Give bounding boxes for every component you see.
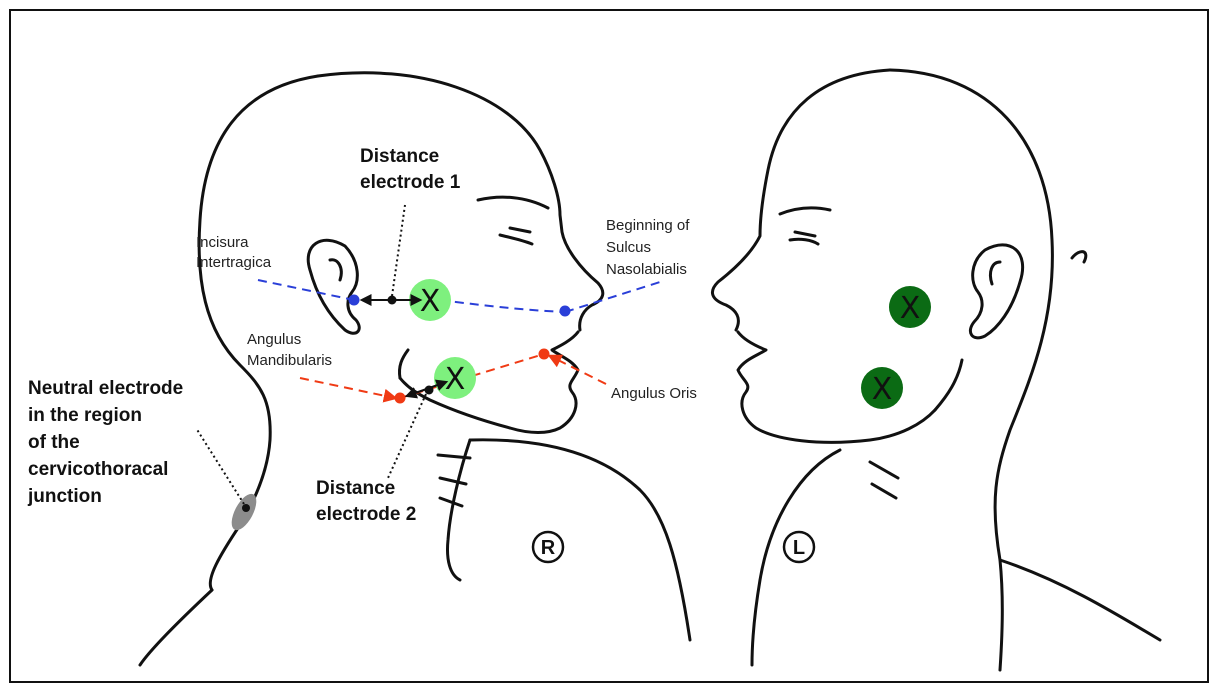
back-shoulder-left <box>1000 560 1160 640</box>
distance-1-pointer <box>392 205 405 296</box>
label-line: Neutral electrode <box>28 378 183 399</box>
eye-lid <box>510 228 530 232</box>
electrode-x-symbol: X <box>420 284 441 319</box>
label-line: of the <box>28 432 80 453</box>
label-line: Beginning of <box>606 217 690 234</box>
label-line: cervicothoracal <box>28 459 168 480</box>
side-marker-letter: R <box>541 537 556 559</box>
label-sulcus-nasolabialis: Beginning of Sulcus Nasolabialis <box>606 217 690 278</box>
back-shoulder <box>140 590 212 665</box>
ear-left <box>970 245 1022 338</box>
neck-crease-2 <box>440 478 466 484</box>
blue-dash-ear <box>258 280 354 300</box>
side-marker-right: R <box>533 532 563 562</box>
eyebrow-left <box>780 208 830 214</box>
neck-front <box>448 440 471 580</box>
neck-crease-left-2 <box>872 484 896 498</box>
electrode-upper-left-side: X <box>889 286 931 328</box>
label-incisura-intertragica: Incisura Intertragica <box>196 234 272 271</box>
head-profile-left-side <box>712 70 1160 670</box>
angulus-oris-point <box>539 349 550 360</box>
label-line: Mandibularis <box>247 352 332 369</box>
label-line: Incisura <box>196 234 249 251</box>
side-marker-letter: L <box>793 537 805 559</box>
distance-2-dot <box>425 386 434 395</box>
blue-dash-main <box>440 300 565 312</box>
label-line: electrode 1 <box>360 172 461 193</box>
electrode-lower-right-side: X <box>434 357 476 399</box>
mouth-chin-outline <box>400 332 578 433</box>
mouth-chin-outline-left <box>738 332 935 442</box>
eye-left <box>790 239 818 244</box>
jaw-outline <box>399 350 408 378</box>
side-marker-left: L <box>784 532 814 562</box>
head-outline-top-face <box>318 73 603 330</box>
red-dash-oris-arrow <box>550 356 606 384</box>
neutral-electrode-pointer <box>196 428 244 504</box>
electrode-lower-left-side: X <box>861 367 903 409</box>
figure-border <box>10 10 1208 682</box>
eye-lid-left <box>795 232 815 236</box>
label-neutral-electrode: Neutral electrode in the region of the c… <box>27 378 183 507</box>
neck-crease-left-1 <box>870 462 898 478</box>
label-line: Angulus Oris <box>611 385 697 402</box>
ear-inner-left <box>990 262 1000 284</box>
label-line: Nasolabialis <box>606 261 687 278</box>
ear <box>308 240 359 333</box>
label-line: Distance <box>360 146 439 167</box>
label-line: Angulus <box>247 331 301 348</box>
label-angulus-mandibularis: Angulus Mandibularis <box>247 331 332 369</box>
red-dash-mandibular-arrow <box>300 378 395 398</box>
neck-crease-3 <box>440 498 462 506</box>
eyebrow <box>478 197 548 208</box>
label-angulus-oris: Angulus Oris <box>611 385 697 402</box>
label-line: junction <box>27 486 102 507</box>
head-outline-face-left <box>712 70 890 330</box>
label-line: Sulcus <box>606 239 651 256</box>
shoulder <box>470 440 690 640</box>
distance-1-indicator <box>362 205 420 305</box>
label-line: in the region <box>28 405 142 426</box>
distance-1-dot <box>388 296 397 305</box>
label-line: electrode 2 <box>316 504 416 525</box>
neutral-electrode-dot <box>242 504 250 512</box>
jaw-outline-left <box>935 360 962 410</box>
angulus-mandibularis-point <box>395 393 406 404</box>
label-line: Distance <box>316 478 395 499</box>
label-distance-electrode-1: Distance electrode 1 <box>360 146 461 193</box>
electrode-x-symbol: X <box>900 291 921 326</box>
label-line: Intertragica <box>196 254 272 271</box>
electrode-x-symbol: X <box>445 362 466 397</box>
neutral-electrode <box>196 428 261 534</box>
head-outline-back-left <box>890 70 1052 670</box>
eye <box>500 235 532 244</box>
distance-2-pointer <box>388 394 426 478</box>
incisura-point <box>349 295 360 306</box>
ear-inner <box>330 260 341 280</box>
ear-mark-left <box>1072 252 1086 262</box>
label-distance-electrode-2: Distance electrode 2 <box>316 478 416 525</box>
electrode-x-symbol: X <box>872 372 893 407</box>
sulcus-point <box>560 306 571 317</box>
blue-dash-nose <box>565 282 660 312</box>
